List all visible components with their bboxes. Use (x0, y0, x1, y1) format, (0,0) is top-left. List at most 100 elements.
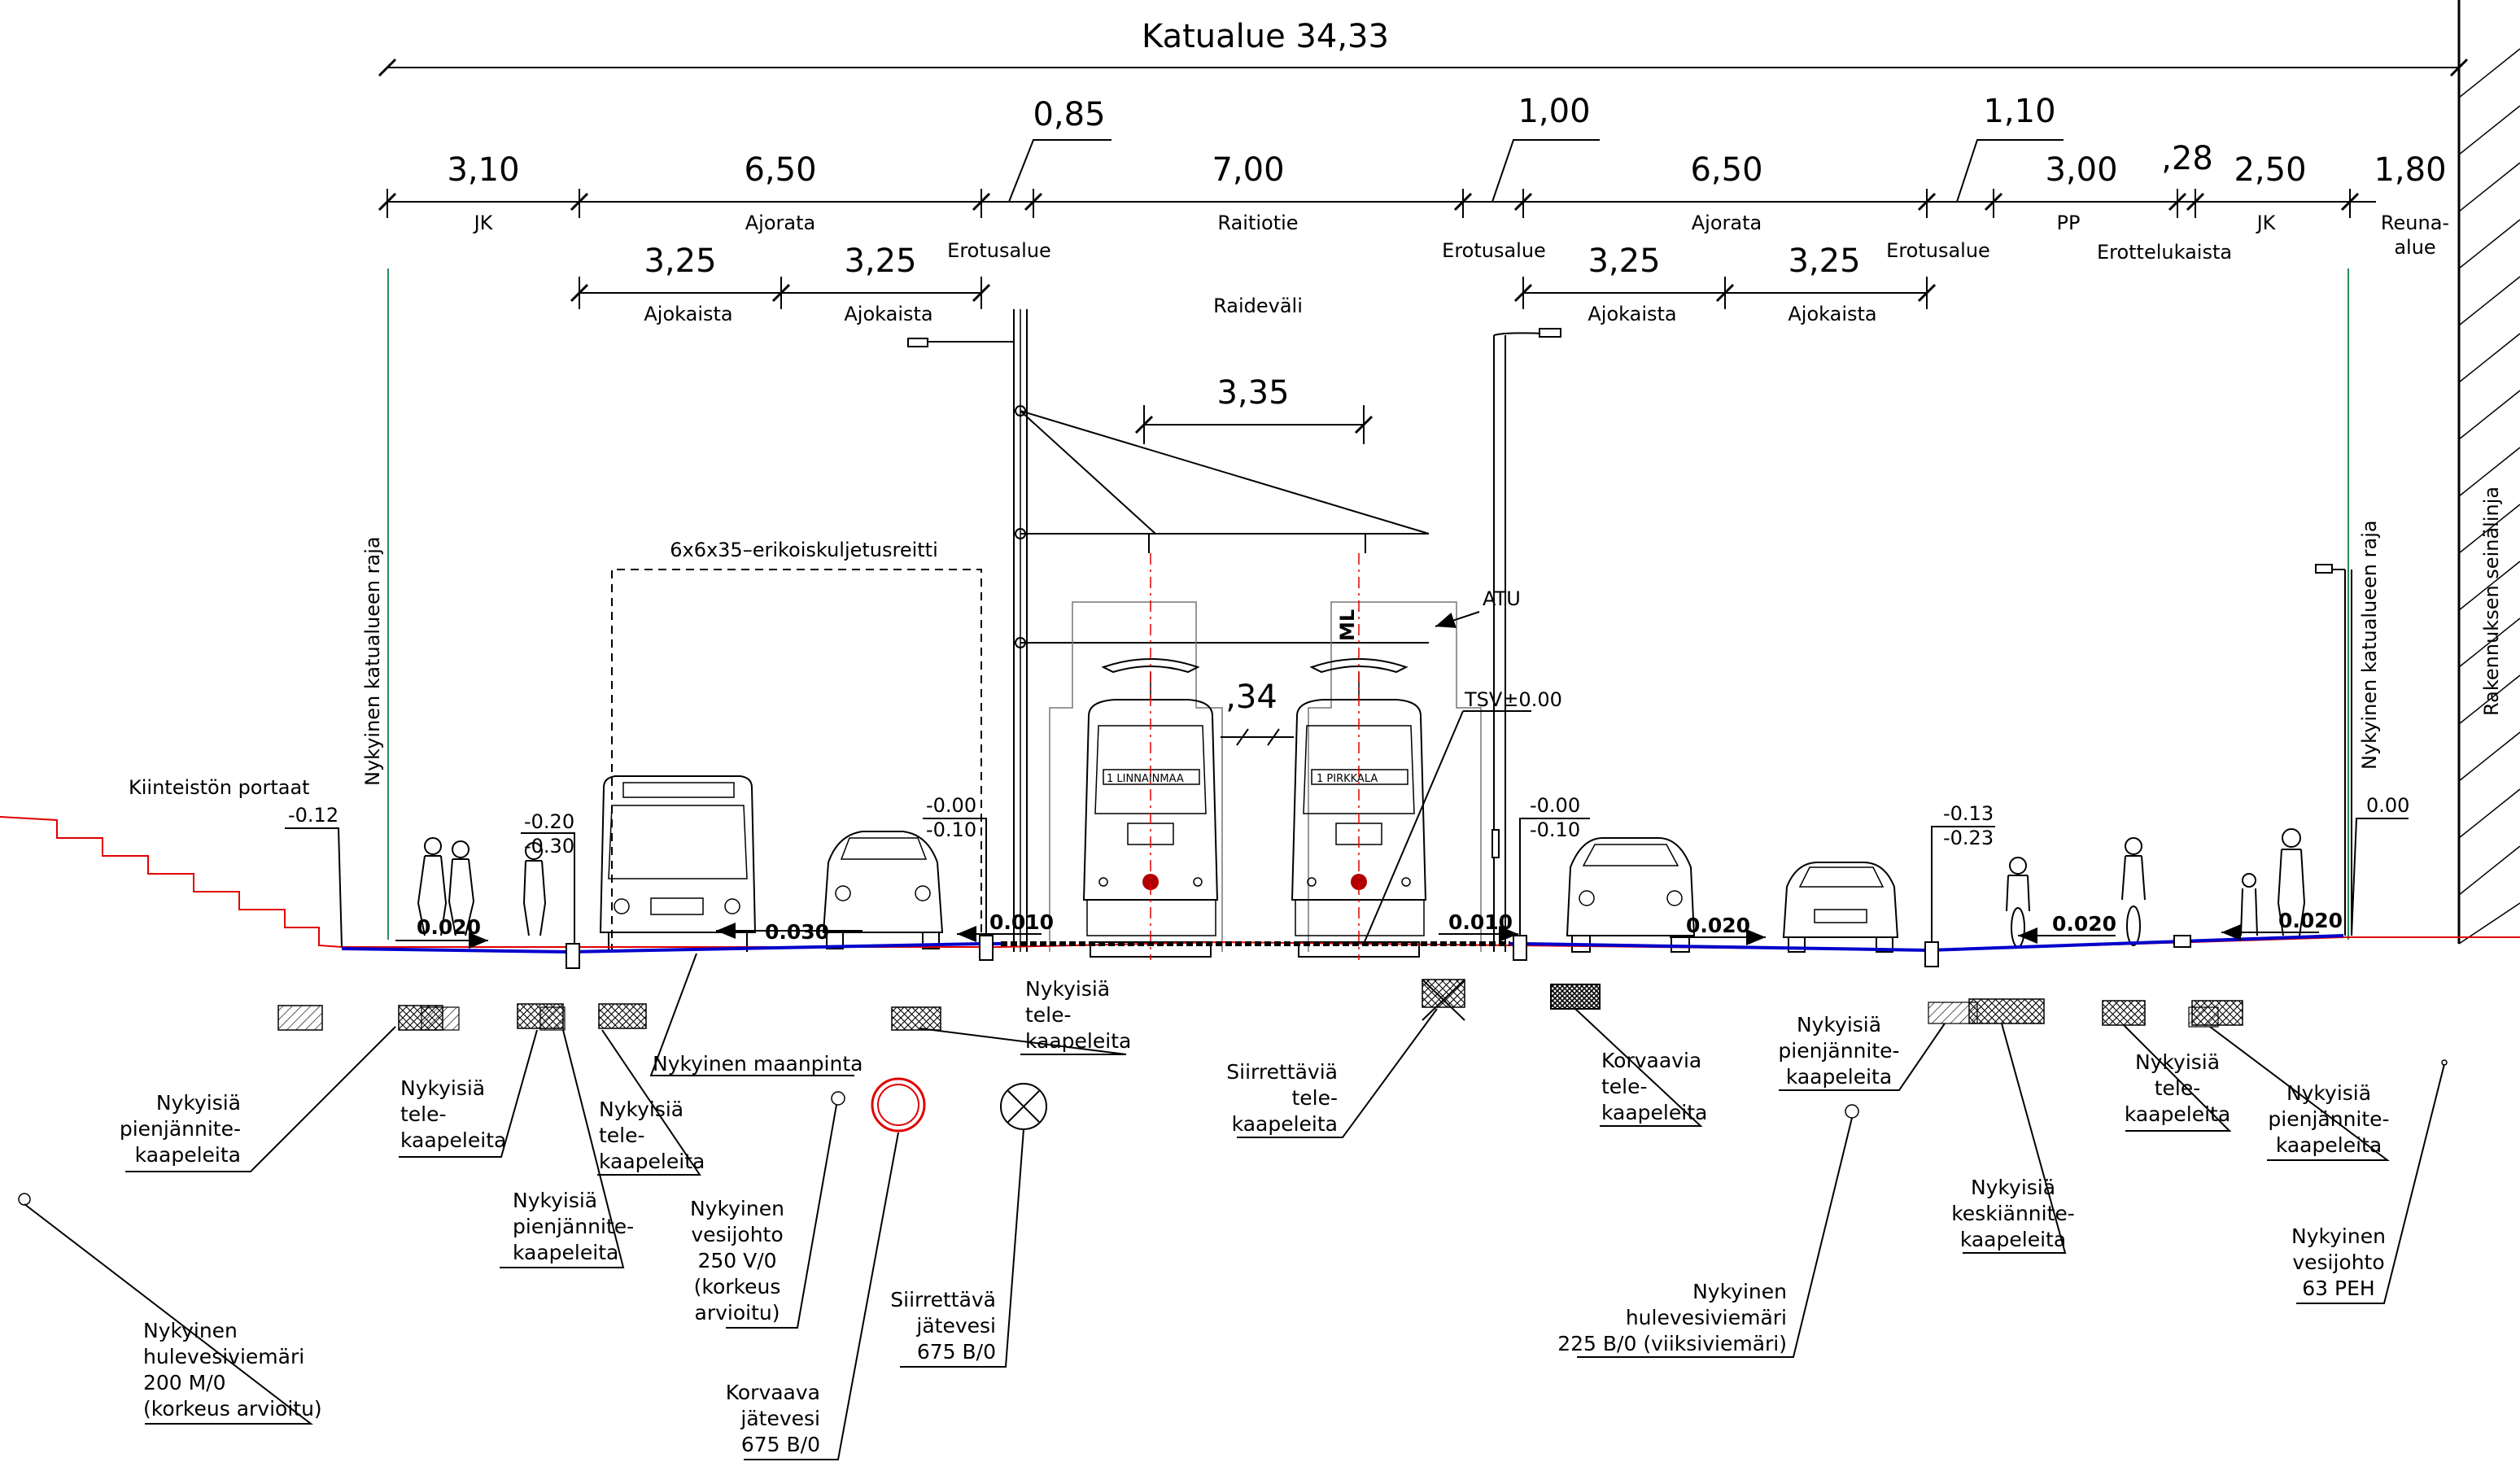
note-n14-line3: kaapeleita (1960, 1228, 2066, 1251)
note-n10-line3: kaapeleita (1232, 1112, 1338, 1136)
note-n10-line2: tele- (1291, 1086, 1338, 1110)
atu-label: ATU (1483, 587, 1521, 610)
elev-e5-leader (1931, 826, 1995, 942)
lane-value-4: 3,25 (1788, 242, 1860, 280)
dim-value-jk1: 3,10 (447, 151, 519, 189)
car-right-1 (1566, 837, 1696, 953)
note-n12-line1: Nykyisiä (1797, 1013, 1881, 1036)
car-right-2 (1782, 862, 1899, 953)
note-n13: Nykyinen hulevesiviemäri 225 B/0 (viiksi… (1557, 1280, 1787, 1355)
note-n9-line4: (korkeus arvioitu) (143, 1397, 322, 1421)
tsv-label: TSV±0.00 (1464, 688, 1562, 711)
elev-e6-leader (2351, 818, 2409, 936)
note-n8-line2: jätevesi (915, 1314, 996, 1338)
note-n16: Nykyisiä pienjännite- kaapeleita (2268, 1081, 2389, 1157)
note-n6: Nykyinen vesijohto 250 V/0 (korkeus arvi… (690, 1197, 784, 1325)
ground-label: Nykyinen maanpinta (653, 1052, 863, 1076)
note-n8-line3: 675 B/0 (917, 1340, 996, 1364)
note-n17: Nykyinen vesijohto 63 PEH (2291, 1224, 2386, 1300)
dim-label-jk2: JK (2256, 212, 2277, 234)
dim-label-erotus3: Erotusalue (1886, 239, 1990, 262)
dim-label-erotus2: Erotusalue (1442, 239, 1546, 262)
slope-s5: 0.020 (1686, 914, 1750, 937)
note-n5: Nykyisiä tele- kaapeleita (1025, 977, 1131, 1053)
note-n15-line1: Nykyisiä (2135, 1050, 2220, 1074)
note-n4-line2: pienjännite- (513, 1215, 634, 1238)
elev-e5a: -0.13 (1943, 802, 1994, 825)
note-n16-line1: Nykyisiä (2286, 1081, 2371, 1105)
slope-s1: 0.020 (417, 915, 481, 939)
note-n4: Nykyisiä pienjännite- kaapeleita (513, 1189, 634, 1264)
tram-left-sign: 1 LINNAINMAA (1107, 773, 1184, 785)
note-n6-line2: vesijohto (691, 1223, 783, 1246)
lane-value-2: 3,25 (844, 242, 916, 280)
bus (599, 775, 757, 952)
track-distance-dim (1134, 405, 1374, 444)
note-n1: Nykyisiä pienjännite- kaapeleita (120, 1091, 241, 1167)
transport-route-envelope (611, 569, 982, 952)
tram-right (1291, 553, 1427, 960)
note-n9-line3: 200 M/0 (143, 1371, 226, 1394)
note-n11-line2: tele- (1601, 1075, 1648, 1098)
note-n12-line2: pienjännite- (1778, 1039, 1899, 1063)
elev-e1: -0.12 (288, 804, 338, 827)
note-n15-line3: kaapeleita (2125, 1102, 2230, 1126)
boundary-right-label: Nykyinen katualueen raja (2358, 520, 2381, 770)
elev-e3-leader (923, 818, 987, 936)
slope-s3: 0.010 (989, 910, 1054, 934)
note-n8: Siirrettävä jätevesi 675 B/0 (890, 1288, 996, 1364)
note-n6-line1: Nykyinen (690, 1197, 784, 1220)
lane-label-1: Ajokaista (644, 303, 732, 325)
overall-dimension-line (378, 58, 2469, 77)
ml-label: ML (1336, 609, 1359, 641)
note-n1-line1: Nykyisiä (156, 1091, 241, 1115)
note-n4-line3: kaapeleita (513, 1241, 618, 1264)
note-n16-line3: kaapeleita (2276, 1133, 2382, 1157)
elev-e3a: -0.00 (926, 794, 976, 817)
overhead-wires (1015, 405, 1430, 648)
note-n13-line2: hulevesiviemäri (1626, 1306, 1787, 1329)
note-n11-line3: kaapeleita (1601, 1101, 1707, 1124)
dim-label-ajorata1: Ajorata (745, 212, 815, 234)
note-n6-line3: 250 V/0 (697, 1249, 776, 1272)
slope-s7: 0.020 (2278, 909, 2343, 932)
property-stairs (0, 816, 343, 948)
note-n17-line1: Nykyinen (2291, 1224, 2386, 1248)
dim-label-pp: PP (2057, 212, 2081, 234)
note-n13-line3: 225 B/0 (viiksiviemäri) (1557, 1332, 1787, 1355)
lane-value-3: 3,25 (1588, 242, 1660, 280)
note-n2-line3: kaapeleita (400, 1128, 506, 1152)
note-n2: Nykyisiä tele- kaapeleita (400, 1076, 506, 1152)
note-n6-line4: (korkeus (694, 1275, 781, 1298)
note-n15-line2: tele- (2155, 1076, 2201, 1100)
note-n14-line1: Nykyisiä (1971, 1176, 2055, 1199)
dim-value-erotus2: 1,00 (1518, 93, 1590, 130)
note-n10: Siirrettäviä tele- kaapeleita (1226, 1060, 1338, 1136)
cyclists-right (2006, 828, 2306, 948)
top-dimension-row (378, 139, 2376, 218)
tsv-leader (1363, 710, 1531, 945)
building-wall (2457, 0, 2520, 945)
street-light-right (1491, 328, 1561, 952)
note-n3-line2: tele- (599, 1124, 645, 1147)
note-n3-line3: kaapeleita (599, 1150, 705, 1173)
track-distance-label: Raideväli (1213, 295, 1303, 317)
elev-e2b: -0.30 (524, 835, 574, 858)
note-n3-line1: Nykyisiä (599, 1098, 684, 1121)
dim-label-ajorata2: Ajorata (1692, 212, 1762, 234)
stairs-label: Kiinteistön portaat (129, 776, 310, 799)
tram-envelope-2 (1308, 601, 1482, 952)
note-n7-line1: Korvaava (726, 1381, 820, 1404)
note-n10-line1: Siirrettäviä (1226, 1060, 1338, 1084)
pedestrians-left (417, 837, 547, 936)
note-n7-line3: 675 B/0 (741, 1433, 820, 1456)
lane-label-2: Ajokaista (844, 303, 932, 325)
elev-e3b: -0.10 (926, 818, 976, 841)
dim-value-jk2: 2,50 (2234, 151, 2306, 189)
tram-gap-value: ,34 (1225, 679, 1277, 716)
dim-value-reuna: 1,80 (2374, 151, 2446, 189)
elev-e2-leader (521, 832, 575, 944)
note-leaders (24, 1008, 2445, 1460)
note-n1-line3: kaapeleita (135, 1143, 241, 1167)
